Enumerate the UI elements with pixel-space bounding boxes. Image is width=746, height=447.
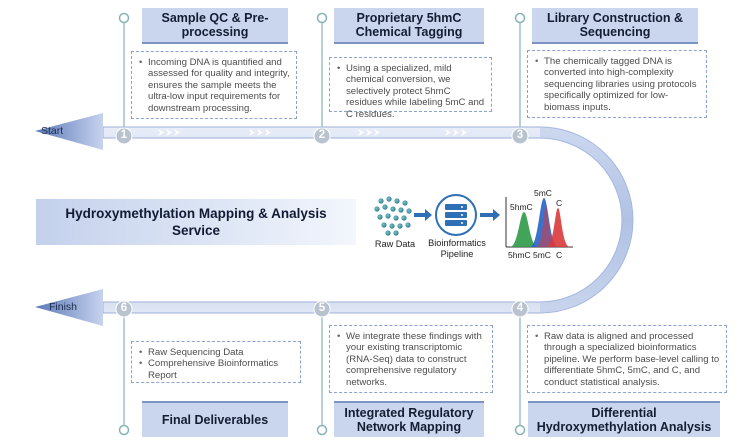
- step-circles: [115, 127, 529, 318]
- axis-label-5mc: 5mC: [533, 250, 551, 260]
- finish-arrow-icon: [35, 289, 103, 326]
- peak-label-c: C: [556, 198, 563, 208]
- connector-dots: [118, 12, 526, 436]
- raw-data-label: Raw Data: [374, 239, 416, 249]
- step-4-description: Raw data is aligned and processed throug…: [527, 325, 727, 393]
- step-number-3: 3: [516, 129, 524, 141]
- axis-label-c: C: [556, 250, 563, 260]
- flow-band-curve: [540, 127, 633, 313]
- peaks-chart-icon: [505, 197, 573, 248]
- peak-label-5hmc: 5hmC: [510, 202, 533, 212]
- step-6-header: Final Deliverables: [142, 401, 288, 437]
- server-icon: [435, 194, 477, 236]
- step-number-1: 1: [120, 129, 128, 141]
- step-2-description: Using a specialized, mild chemical conve…: [329, 57, 492, 120]
- raw-data-icon: [374, 196, 412, 236]
- step-number-6: 6: [120, 302, 128, 314]
- step-1-description: Incoming DNA is quantified and assessed …: [131, 51, 297, 119]
- axis-label-5hmc: 5hmC: [508, 250, 531, 260]
- step-number-4: 4: [516, 302, 524, 314]
- connector-lines: [123, 18, 521, 430]
- arrow-right-icon: [414, 209, 500, 221]
- step-number-2: 2: [318, 129, 326, 141]
- step-3-header: Library Construction &Sequencing: [532, 8, 698, 44]
- chevrons-top: [158, 129, 467, 136]
- start-label: Start: [41, 125, 64, 137]
- step-6-description: Raw Sequencing DataComprehensive Bioinfo…: [131, 341, 301, 383]
- step-5-description: We integrate these findings with your ex…: [329, 325, 493, 393]
- step-3-description: The chemically tagged DNA is converted i…: [527, 50, 707, 118]
- peak-label-5mc: 5mC: [534, 188, 552, 198]
- start-arrow-icon: [35, 113, 103, 150]
- service-title: Hydroxymethylation Mapping & Analysis Se…: [36, 199, 356, 245]
- step-1-header: Sample QC & Pre-processing: [142, 8, 288, 44]
- step-number-5: 5: [318, 302, 326, 314]
- finish-label: Finish: [49, 301, 78, 313]
